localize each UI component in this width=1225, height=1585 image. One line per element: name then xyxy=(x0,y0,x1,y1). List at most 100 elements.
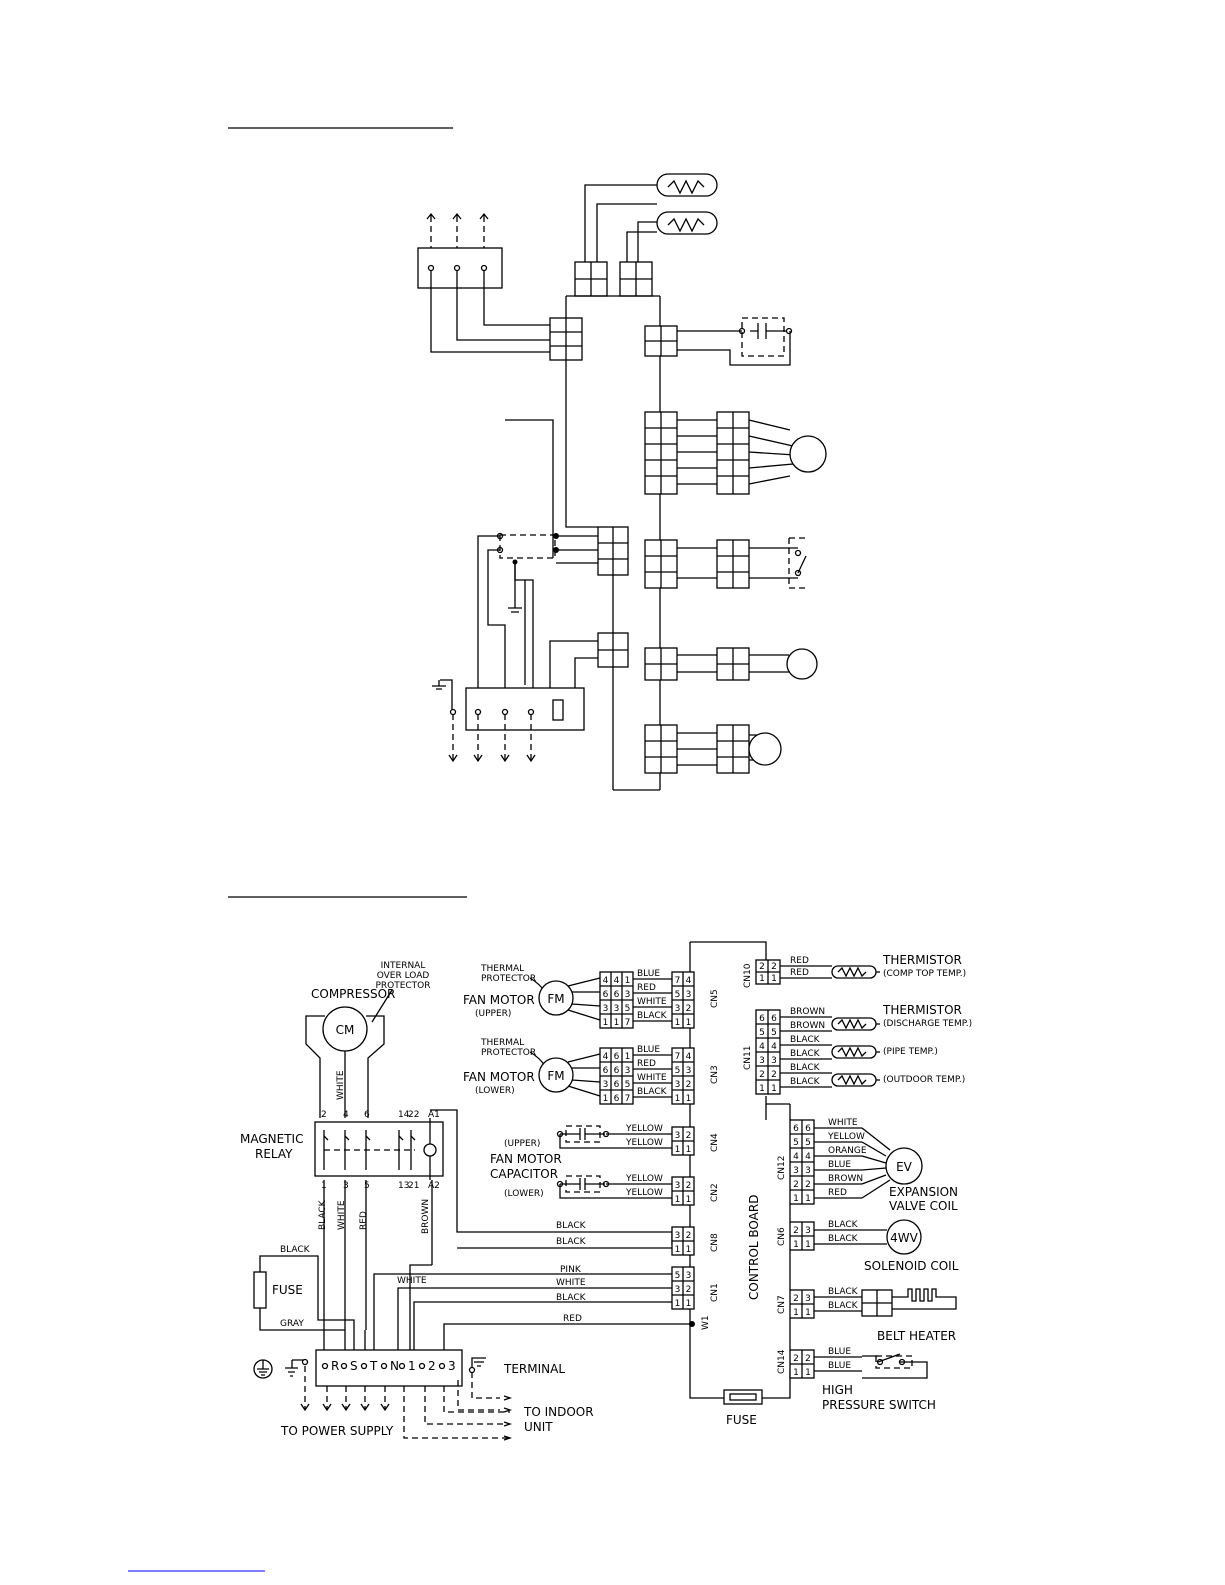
pin-number: 2 xyxy=(793,1180,799,1190)
pin-number: 2 xyxy=(771,1070,777,1080)
terminal-letter: N xyxy=(390,1359,399,1373)
fan-motor-upper-fm: FM xyxy=(547,992,564,1006)
pin-number: 5 xyxy=(793,1138,799,1148)
relay-pin-top: 22 xyxy=(408,1110,419,1120)
cn5-connector-label: CN5 xyxy=(710,989,720,1008)
pin-number: 2 xyxy=(771,962,777,972)
cn1-connector-label: CN1 xyxy=(710,1283,720,1302)
white-terminal: WHITE xyxy=(397,1276,427,1286)
magnetic-relay-label-2: RELAY xyxy=(255,1147,293,1161)
pin-number: 3 xyxy=(805,1166,811,1176)
top-motor-1 xyxy=(786,648,818,680)
pin-number: 6 xyxy=(771,1014,777,1024)
thermistor-symbol xyxy=(831,1045,880,1059)
fan-motor-upper-symbol xyxy=(538,980,574,1016)
pin-number: 1 xyxy=(625,1052,631,1062)
cn11-wire-color: BLACK xyxy=(790,1035,821,1045)
pin-number: 1 xyxy=(603,1094,609,1104)
fan-motor-lower-symbol xyxy=(538,1057,574,1093)
pin-number: 3 xyxy=(771,1056,777,1066)
pin-number: 1 xyxy=(759,974,765,984)
terminal-screw xyxy=(398,1362,406,1370)
pin-number: 1 xyxy=(805,1308,811,1318)
terminal-screw xyxy=(438,1362,446,1370)
pin-number: 3 xyxy=(603,1004,609,1014)
cn3-wire-color: RED xyxy=(637,1059,656,1069)
pin-number: 2 xyxy=(805,1180,811,1190)
relay-pin-bottom: 5 xyxy=(364,1181,370,1191)
top-arrows-up xyxy=(426,212,489,256)
olp-label-3: PROTECTOR xyxy=(375,981,430,991)
thermal-protector-upper-1: THERMAL xyxy=(480,964,524,974)
fan-motor-upper-sub: (UPPER) xyxy=(475,1009,511,1019)
board-bus xyxy=(765,1104,791,1350)
cn11-connector-label: CN11 xyxy=(743,1046,753,1070)
cn6-wire-color: BLACK xyxy=(828,1234,859,1244)
cap-lower-sub: (LOWER) xyxy=(504,1189,544,1199)
pin-number: 3 xyxy=(625,990,631,1000)
relay-pin-top: 6 xyxy=(364,1110,370,1120)
pin-number: 1 xyxy=(793,1308,799,1318)
pin-number: 6 xyxy=(603,990,609,1000)
fan-motor-upper-label: FAN MOTOR xyxy=(463,993,535,1007)
cn1-wire-black: BLACK xyxy=(556,1293,587,1303)
compressor-cm: CM xyxy=(336,1023,355,1037)
pin-number: 5 xyxy=(675,1271,681,1281)
board-fuse-label: FUSE xyxy=(726,1413,757,1427)
cn5-wire-color: WHITE xyxy=(637,997,667,1007)
pin-number: 3 xyxy=(793,1166,799,1176)
cn2-wire-1: YELLOW xyxy=(625,1174,663,1184)
terminal-label: TERMINAL xyxy=(503,1362,565,1376)
4wv-symbol xyxy=(886,1219,922,1255)
pin-number: 7 xyxy=(625,1094,631,1104)
thermistor-disch-sub: (DISCHARGE TEMP.) xyxy=(883,1019,972,1029)
olp-label-2: OVER LOAD xyxy=(377,971,430,981)
pin-number: 4 xyxy=(603,976,609,986)
relay-pin-bottom: 21 xyxy=(408,1181,419,1191)
pin-number: 4 xyxy=(614,976,620,986)
relay-pin-top: 4 xyxy=(343,1110,349,1120)
magnetic-relay-label-1: MAGNETIC xyxy=(240,1132,303,1146)
pin-number: 3 xyxy=(625,1066,631,1076)
cn3-wire-color: BLACK xyxy=(637,1087,668,1097)
terminal-screw xyxy=(360,1362,368,1370)
magnetic-relay xyxy=(314,1121,444,1177)
cn12-wire-color: WHITE xyxy=(828,1118,858,1128)
pin-number: 3 xyxy=(675,1231,681,1241)
pin-number: 2 xyxy=(686,1131,692,1141)
pin-number: 6 xyxy=(805,1124,811,1134)
pin-number: 1 xyxy=(686,1299,692,1309)
cn10-wire-color: RED xyxy=(790,968,809,978)
pin-number: 1 xyxy=(675,1018,681,1028)
pin-number: 5 xyxy=(759,1028,765,1038)
fan-motor-lower-label: FAN MOTOR xyxy=(463,1070,535,1084)
pin-number: 1 xyxy=(675,1145,681,1155)
pin-number: 1 xyxy=(675,1245,681,1255)
fuse-symbol xyxy=(253,1271,267,1309)
pin-number: 5 xyxy=(675,1066,681,1076)
ev-symbol xyxy=(885,1147,923,1185)
to-power-supply: TO POWER SUPPLY xyxy=(280,1424,394,1438)
fuse-bottom-gray: GRAY xyxy=(280,1319,304,1329)
pin-number: 1 xyxy=(793,1240,799,1250)
expansion-label-1: EXPANSION xyxy=(889,1185,958,1199)
pin-number: 6 xyxy=(759,1014,765,1024)
cn2-wire-2: YELLOW xyxy=(625,1188,663,1198)
relay-wire-red: RED xyxy=(359,1211,369,1230)
pin-number: 3 xyxy=(675,1080,681,1090)
fan-motor-capacitor-1: FAN MOTOR xyxy=(490,1152,562,1166)
cn10-connector-label: CN10 xyxy=(743,963,753,988)
thermal-protector-lower-2: PROTECTOR xyxy=(481,1048,536,1058)
pin-number: 1 xyxy=(793,1194,799,1204)
to-indoor-2: UNIT xyxy=(524,1420,553,1434)
belt-heater-label: BELT HEATER xyxy=(877,1329,956,1343)
cn11-wire-color: BLACK xyxy=(790,1077,821,1087)
